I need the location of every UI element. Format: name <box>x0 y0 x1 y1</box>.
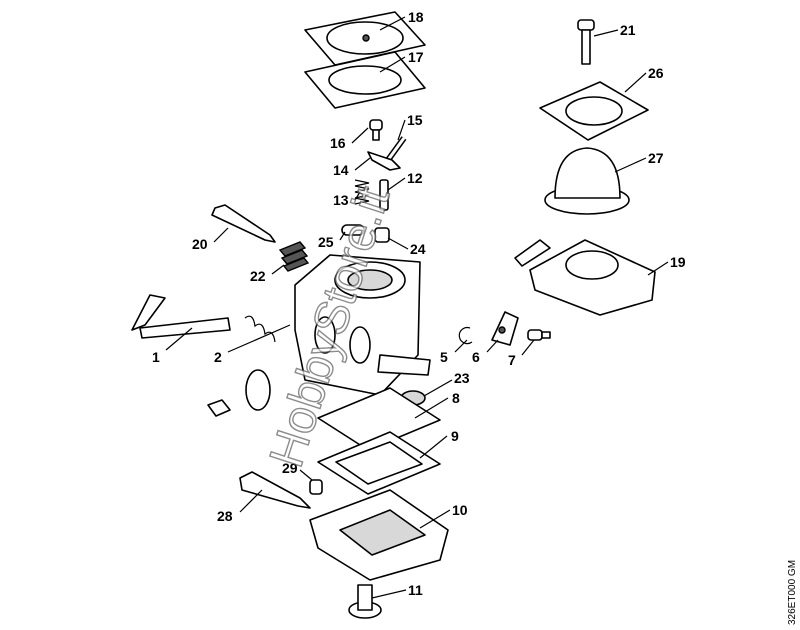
callout-24: 24 <box>410 241 426 257</box>
part-25-plug <box>341 224 365 236</box>
pump-disc <box>245 369 271 411</box>
callout-11: 11 <box>408 582 423 598</box>
callout-23: 23 <box>454 370 470 386</box>
callout-14: 14 <box>333 162 349 178</box>
part-16-screw <box>369 119 383 141</box>
callout-18: 18 <box>408 9 424 25</box>
callout-1: 1 <box>152 349 160 365</box>
part-21-screw <box>577 19 595 65</box>
part-13-spring <box>354 179 370 205</box>
part-5-clip <box>458 326 473 345</box>
callout-16: 16 <box>330 135 346 151</box>
part-14-lever <box>367 151 401 171</box>
part-28-idle-screw <box>239 471 311 509</box>
callout-19: 19 <box>670 254 686 270</box>
carburetor-body <box>294 254 431 396</box>
part-7-screw <box>527 329 551 341</box>
leader-lines <box>165 16 669 599</box>
callout-7: 7 <box>508 352 516 368</box>
callout-12: 12 <box>407 170 423 186</box>
part-22-spring <box>278 241 310 272</box>
callout-15: 15 <box>407 112 423 128</box>
callout-21: 21 <box>620 22 636 38</box>
part-18-diaphragm <box>304 11 426 66</box>
part-6-lever <box>491 311 519 346</box>
callout-22: 22 <box>250 268 266 284</box>
callout-27: 27 <box>648 150 664 166</box>
part-15-pin <box>385 136 407 162</box>
callout-29: 29 <box>282 460 298 476</box>
callout-labels: 18 17 21 26 16 15 14 12 13 27 20 25 24 2… <box>152 9 686 598</box>
part-19-pump-housing <box>514 239 656 316</box>
callout-13: 13 <box>333 192 349 208</box>
part-29-plug <box>309 479 323 495</box>
drawing-code: 326ET000 GM <box>787 560 798 625</box>
callout-26: 26 <box>648 65 664 81</box>
callout-17: 17 <box>408 49 424 65</box>
part-11-screw <box>348 584 382 619</box>
part-27-primer-bulb <box>544 147 630 215</box>
part-17-gasket <box>304 51 426 109</box>
part-26-gasket <box>539 81 649 141</box>
part-1-shaft <box>131 294 231 339</box>
callout-5: 5 <box>440 349 448 365</box>
callout-25: 25 <box>318 234 334 250</box>
callout-2: 2 <box>214 349 222 365</box>
callout-6: 6 <box>472 349 480 365</box>
callout-10: 10 <box>452 502 468 518</box>
callout-28: 28 <box>217 508 233 524</box>
part-10-cover <box>309 489 449 581</box>
hex-screw <box>207 399 231 417</box>
callout-9: 9 <box>451 428 459 444</box>
callout-8: 8 <box>452 390 460 406</box>
part-24-plug <box>374 227 390 243</box>
part-8-pump-diaphragm <box>317 387 441 451</box>
part-12-inlet-needle <box>379 179 389 211</box>
part-20-adjusting-screw <box>211 204 276 243</box>
callout-20: 20 <box>192 236 208 252</box>
part-9-gasket <box>317 431 441 495</box>
